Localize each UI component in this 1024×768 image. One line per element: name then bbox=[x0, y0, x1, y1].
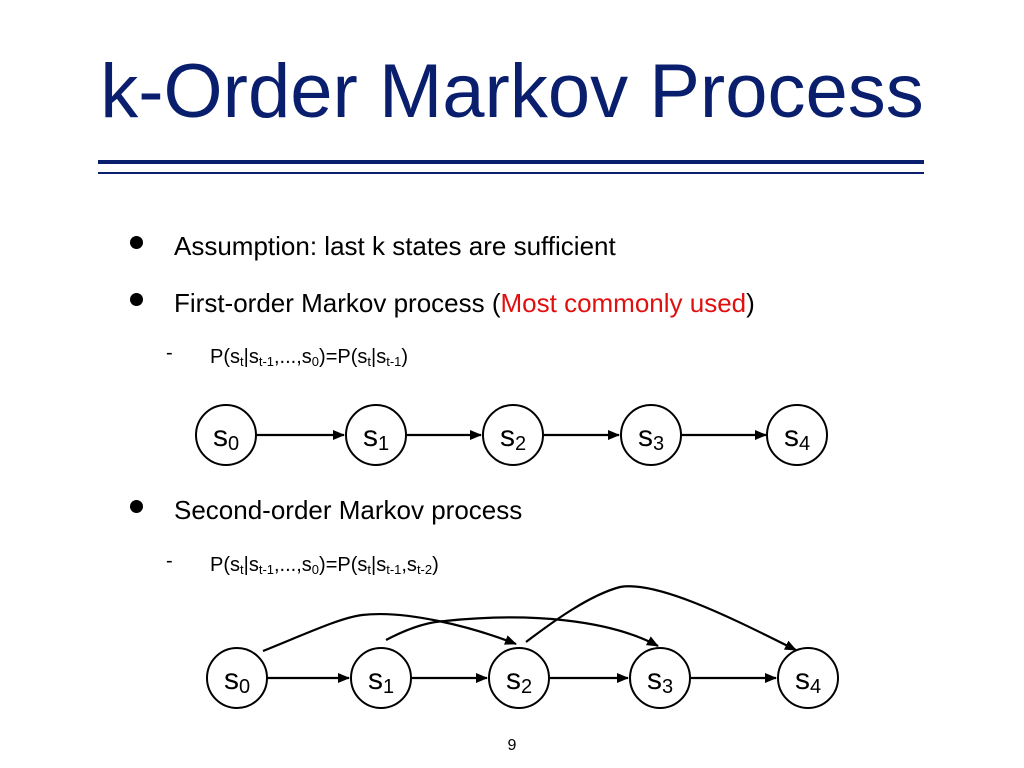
bullet-dot bbox=[130, 236, 143, 249]
node-s4: s4 bbox=[777, 647, 839, 709]
formula-part: ,...,s bbox=[274, 554, 312, 576]
formula-part: ,...,s bbox=[274, 346, 312, 368]
sub-bullet-dash: - bbox=[166, 342, 173, 364]
node-circle bbox=[620, 404, 682, 466]
formula-part: )=P(s bbox=[319, 554, 368, 576]
edge-s1-s3 bbox=[385, 616, 659, 647]
node-label: s1 bbox=[363, 420, 389, 455]
formula-part: |s bbox=[243, 554, 259, 576]
formula-part: |s bbox=[371, 554, 387, 576]
node-s1: s1 bbox=[345, 404, 407, 466]
formula-subscript: t-1 bbox=[386, 354, 402, 369]
edge-s0-s2 bbox=[262, 613, 517, 653]
formula-part: ) bbox=[432, 554, 439, 576]
node-circle bbox=[766, 404, 828, 466]
second-order-chain: s0 s1 s2 s3 s4 bbox=[206, 585, 839, 709]
formula-subscript: t-1 bbox=[258, 354, 274, 369]
formula-subscript: 0 bbox=[311, 354, 320, 369]
sub-bullet-dash: - bbox=[166, 550, 173, 572]
bullet-dot bbox=[130, 500, 143, 513]
node-s2: s2 bbox=[482, 404, 544, 466]
node-label: s1 bbox=[368, 663, 394, 698]
formula-subscript: t-1 bbox=[386, 562, 402, 577]
node-s0: s0 bbox=[206, 647, 268, 709]
formula-subscript: t bbox=[240, 354, 244, 369]
node-circle bbox=[206, 647, 268, 709]
node-s3: s3 bbox=[620, 404, 682, 466]
node-s1: s1 bbox=[350, 647, 412, 709]
bullet-text: Second-order Markov process bbox=[174, 495, 523, 525]
node-circle bbox=[195, 404, 257, 466]
formula-subscript: t-2 bbox=[416, 562, 433, 577]
formula-subscript: t bbox=[367, 562, 371, 577]
formula: P(st|st-1,...,s0)=P(st|st-1) bbox=[210, 344, 408, 375]
node-label: s4 bbox=[795, 663, 821, 698]
node-s2: s2 bbox=[488, 647, 550, 709]
node-s0: s0 bbox=[195, 404, 257, 466]
formula-part: ) bbox=[401, 346, 409, 368]
formula-subscript: t bbox=[367, 354, 371, 369]
node-label: s2 bbox=[500, 420, 526, 455]
title-rule-thick bbox=[98, 160, 924, 164]
formula-part: P(s bbox=[210, 346, 240, 368]
formula: P(st|st-1,...,s0)=P(st|st-1,st-2) bbox=[210, 552, 439, 583]
node-circle bbox=[482, 404, 544, 466]
formula-subscript: t-1 bbox=[258, 562, 274, 577]
formula-part: |s bbox=[243, 346, 259, 368]
page-number: 9 bbox=[507, 737, 517, 754]
node-label: s0 bbox=[224, 663, 250, 698]
node-circle bbox=[345, 404, 407, 466]
formula-part: ,s bbox=[401, 554, 417, 576]
node-circle bbox=[777, 647, 839, 709]
title-rule-thin bbox=[98, 172, 924, 174]
node-label: s0 bbox=[213, 420, 239, 455]
bullet-text: First-order Markov process (Most commonl… bbox=[174, 287, 755, 319]
formula-subscript: 0 bbox=[311, 562, 320, 577]
node-circle bbox=[488, 647, 550, 709]
formula-part: )=P(s bbox=[319, 346, 368, 368]
first-order-chain: s0 s1 s2 s3 s4 bbox=[195, 404, 828, 466]
node-s4: s4 bbox=[766, 404, 828, 466]
bullet-text-prefix: First-order Markov process ( bbox=[174, 288, 501, 318]
node-label: s3 bbox=[647, 663, 673, 698]
slide-title: k-Order Markov Process bbox=[100, 49, 924, 134]
node-circle bbox=[629, 647, 691, 709]
bullet-dot bbox=[130, 293, 143, 306]
formula-part: P(s bbox=[210, 554, 240, 576]
bullet-text-suffix: ) bbox=[746, 288, 755, 318]
node-circle bbox=[350, 647, 412, 709]
bullet-text: Assumption: last k states are sufficient bbox=[174, 231, 616, 261]
formula-part: |s bbox=[371, 346, 387, 368]
formula-subscript: t bbox=[240, 562, 244, 577]
edge-s2-s4 bbox=[525, 585, 797, 651]
highlight-text: Most commonly used bbox=[500, 288, 747, 318]
node-label: s4 bbox=[784, 420, 810, 455]
node-s3: s3 bbox=[629, 647, 691, 709]
node-label: s3 bbox=[638, 420, 664, 455]
node-label: s2 bbox=[506, 663, 532, 698]
